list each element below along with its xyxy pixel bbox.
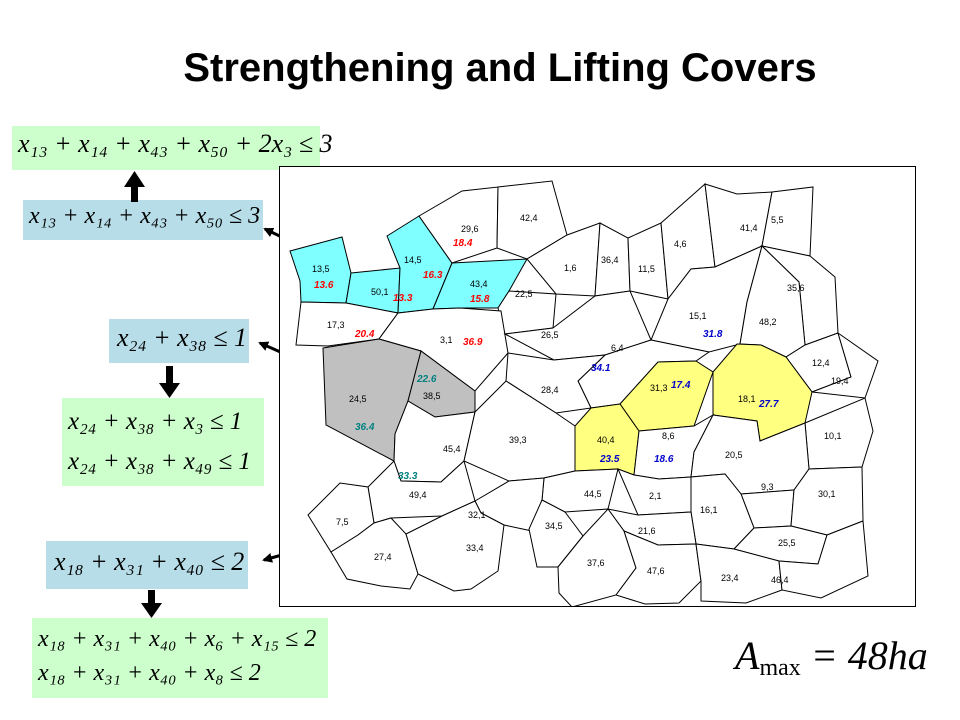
stand-value-label: 38,5 [423, 391, 441, 401]
stand-value-label: 30,1 [818, 489, 836, 499]
inequality: x₁₈ + x₃₁ + x₄₀ + x₆ + x₁₅ ≤ 2 [38, 626, 317, 652]
stand-value-label: 10,1 [824, 431, 842, 441]
stand-value-label: 18,1 [738, 394, 756, 404]
teal-area-label: 22.6 [416, 374, 437, 385]
stand-value-label: 28,4 [541, 385, 559, 395]
lifted-cover-box-2: x₂₄ + x₃₈ + x₃ ≤ 1 x₂₄ + x₃₈ + x₄₉ ≤ 1 [62, 398, 264, 486]
forest-map: 29,6 42,4 41,4 5,5 14,5 13,5 1,6 36,4 11,5 4,6 35,… [279, 166, 916, 608]
teal-area-label: 33.3 [398, 471, 418, 482]
stand-value-label: 26,5 [541, 330, 559, 340]
stand-value-label: 42,4 [520, 213, 538, 223]
stand-1 [526, 222, 601, 297]
inequality: x₂₄ + x₃₈ + x₄₉ ≤ 1 [68, 448, 251, 475]
stand-value-label: 2,1 [649, 491, 662, 501]
amax-rhs: = 48ha [800, 633, 928, 678]
stand-19 [811, 331, 879, 399]
blue-area-label: 18.6 [654, 454, 674, 465]
stand-value-label: 6,4 [611, 343, 624, 353]
red-area-label: 15.8 [470, 294, 490, 305]
teal-area-label: 36.4 [355, 422, 375, 433]
stand-value-label: 3,1 [440, 335, 453, 345]
amax-formula: Amax = 48ha [735, 632, 928, 682]
stand-value-label: 35,6 [787, 283, 805, 293]
stand-value-label: 12,4 [812, 358, 830, 368]
lifted-cover-box-3: x₁₈ + x₃₁ + x₄₀ + x₆ + x₁₅ ≤ 2 x₁₈ + x₃₁… [32, 618, 328, 698]
page-title: Strengthening and Lifting Covers [183, 46, 817, 90]
stand-value-label: 1,6 [564, 263, 577, 273]
inequality: x₂₄ + x₃₈ ≤ 1 [117, 323, 248, 352]
red-area-label: 13.6 [314, 280, 334, 291]
blue-area-label: 27.7 [758, 399, 779, 410]
lifted-cover-box-1: x₁₃ + x₁₄ + x₄₃ + x₅₀ + 2x₃ ≤ 3 [12, 126, 333, 170]
blue-area-label: 31.8 [703, 329, 723, 340]
cover-box-2: x₂₄ + x₃₈ ≤ 1 [109, 319, 249, 363]
stand-value-label: 32,1 [468, 510, 486, 520]
blue-area-label: 34.1 [591, 363, 611, 374]
stand-47 [615, 530, 702, 605]
down-arrow [141, 590, 162, 618]
stand-value-label: 45,4 [443, 444, 461, 454]
red-area-label: 16.3 [423, 270, 443, 281]
stand-value-label: 34,5 [545, 521, 563, 531]
stand-value-label: 47,6 [647, 566, 665, 576]
stand-value-label: 20,5 [725, 450, 743, 460]
stand-value-label: 46,4 [771, 575, 789, 585]
stand-value-label: 13,5 [312, 264, 330, 274]
red-area-label: 36.9 [463, 337, 483, 348]
stand-value-label: 19,4 [831, 376, 849, 386]
stand-value-label: 49,4 [409, 490, 427, 500]
stand-value-label: 40,4 [597, 435, 615, 445]
stand-value-label: 29,6 [461, 224, 479, 234]
stand-value-label: 14,5 [404, 255, 422, 265]
stand-value-label: 23,4 [721, 573, 739, 583]
stand-value-label: 8,6 [662, 431, 675, 441]
stand-value-label: 21,6 [638, 526, 656, 536]
stand-value-label: 24,5 [349, 394, 367, 404]
red-area-label: 18.4 [453, 238, 473, 249]
stand-value-label: 17,3 [327, 320, 345, 330]
stand-value-label: 4,6 [674, 239, 687, 249]
stand-value-label: 39,3 [509, 435, 527, 445]
inequality: x₁₈ + x₃₁ + x₄₀ ≤ 2 [54, 547, 245, 576]
stand-value-label: 44,5 [584, 489, 602, 499]
up-arrow [124, 171, 145, 202]
stand-value-label: 43,4 [470, 279, 488, 289]
red-area-label: 20.4 [354, 329, 375, 340]
stand-value-label: 15,1 [689, 311, 707, 321]
stand-value-label: 37,6 [587, 558, 605, 568]
stand-value-label: 11,5 [638, 264, 655, 274]
stand-33 [405, 500, 505, 592]
inequality: x₁₈ + x₃₁ + x₄₀ + x₈ ≤ 2 [38, 660, 261, 686]
inequality: x₁₃ + x₁₄ + x₄₃ + x₅₀ + 2x₃ ≤ 3 [18, 129, 333, 158]
blue-area-label: 17.4 [671, 380, 691, 391]
stand-value-label: 31,3 [650, 383, 668, 393]
inequality: x₁₃ + x₁₄ + x₄₃ + x₅₀ ≤ 3 [29, 203, 261, 229]
cover-box-3: x₁₈ + x₃₁ + x₄₀ ≤ 2 [46, 541, 248, 589]
stand-value-label: 50,1 [371, 287, 389, 297]
stand-value-label: 27,4 [374, 552, 392, 562]
stand-value-label: 5,5 [771, 215, 784, 225]
stand-value-label: 22,5 [515, 289, 533, 299]
stand-value-label: 16,1 [700, 505, 718, 515]
inequality: x₂₄ + x₃₈ + x₃ ≤ 1 [68, 408, 243, 435]
stand-value-label: 48,2 [759, 317, 777, 327]
stand-46 [778, 520, 869, 599]
stand-value-label: 25,5 [778, 538, 796, 548]
down-arrow [159, 366, 180, 398]
amax-symbol: A [735, 633, 760, 678]
stand-value-label: 41,4 [740, 223, 758, 233]
amax-sub: max [759, 655, 801, 681]
red-area-label: 13.3 [393, 293, 413, 304]
map-svg: 29,6 42,4 41,4 5,5 14,5 13,5 1,6 36,4 11,5 4,6 35,… [289, 180, 879, 608]
cover-box-1: x₁₃ + x₁₄ + x₄₃ + x₅₀ ≤ 3 [23, 200, 263, 240]
stand-value-label: 33,4 [466, 543, 484, 553]
stand-value-label: 36,4 [601, 255, 619, 265]
stand-23 [695, 543, 783, 604]
stand-value-label: 9,3 [761, 482, 774, 492]
blue-area-label: 23.5 [599, 454, 620, 465]
stand-value-label: 7,5 [336, 517, 349, 527]
